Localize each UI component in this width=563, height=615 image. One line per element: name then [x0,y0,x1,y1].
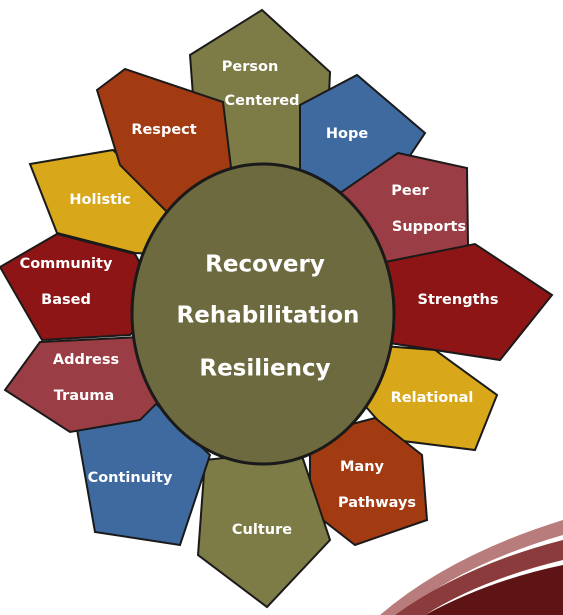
petal-label-line1: Hope [326,126,368,142]
petal-label-line2: Centered [225,93,300,109]
petal-address-trauma: Address Trauma [3,335,162,434]
center-label-recovery: Recovery [205,252,325,278]
petal-label-line1: Person [222,59,279,75]
background-swoosh [380,520,563,615]
petal-label-line1: Culture [232,522,292,538]
petal-many-pathways: Many Pathways [309,416,429,547]
petal-label-line1: Relational [391,390,474,406]
petal-label-line1: Many [340,459,385,475]
petal-label-line2: Pathways [338,495,416,511]
swoosh-mid [395,540,563,615]
petal-label-line1: Holistic [69,192,130,208]
petal-label-line1: Strengths [418,292,499,308]
hub-circle [130,162,396,466]
petal-label-line1: Respect [131,122,196,138]
petal-label-line2: Trauma [54,388,114,404]
petal-label-line2: Based [41,292,91,308]
center-hub: Recovery Rehabilitation Resiliency [130,162,396,466]
petal-label-line1: Peer [391,183,429,199]
petal-strengths: Strengths [369,242,554,362]
petal-label-line1: Community [20,256,113,272]
petal-label-line1: Address [53,352,119,368]
petal-label-line1: Continuity [88,470,173,486]
center-label-resiliency: Resiliency [199,356,330,382]
swoosh-dark [425,565,563,615]
petal-label-line2: Supports [392,219,466,235]
swoosh-light [380,520,563,615]
center-label-rehabilitation: Rehabilitation [177,303,360,329]
